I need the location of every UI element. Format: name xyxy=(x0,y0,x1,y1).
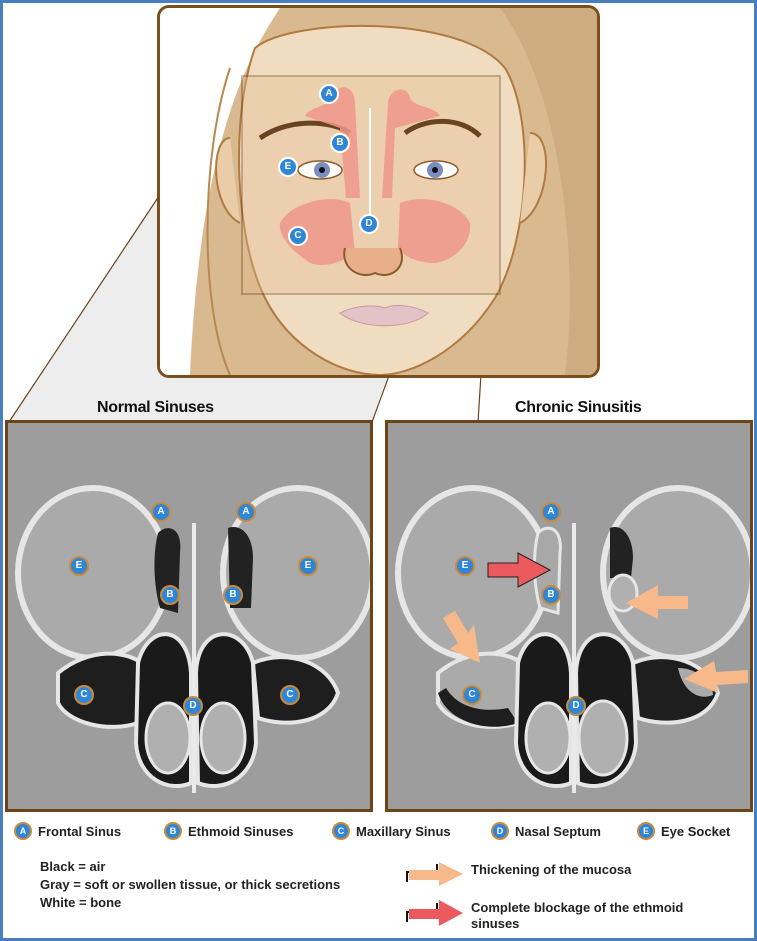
key-black-air: Black = air xyxy=(40,859,106,874)
normal-label-c-left: C xyxy=(74,685,94,705)
chronic-sinusitis-title: Chronic Sinusitis xyxy=(515,399,642,416)
legend-badge-c: C xyxy=(332,822,350,840)
hero-label-a: A xyxy=(319,84,339,104)
chronic-label-d: D xyxy=(566,696,586,716)
legend-label: Ethmoid Sinuses xyxy=(188,823,294,839)
normal-label-b-right: B xyxy=(223,585,243,605)
arrow-key-blockage: Complete blockage of the ethmoid sinuses xyxy=(405,900,705,932)
hero-label-c: C xyxy=(288,226,308,246)
hero-label-b: B xyxy=(330,133,350,153)
arrow-key-thickening: Thickening of the mucosa xyxy=(405,862,631,886)
chronic-label-e: E xyxy=(455,556,475,576)
normal-label-a-right: A xyxy=(236,502,256,522)
blockage-arrow-icon xyxy=(406,900,463,926)
normal-label-b-left: B xyxy=(160,585,180,605)
thickening-arrow-right-upper xyxy=(626,585,688,619)
density-key: Black = air Gray = soft or swollen tissu… xyxy=(40,858,340,912)
arrow-key-label: Thickening of the mucosa xyxy=(471,862,632,877)
thickening-arrow-left xyxy=(443,611,480,663)
hero-label-d: D xyxy=(359,214,379,234)
thickening-arrow-right-lower xyxy=(684,661,748,693)
legend-badge-a: A xyxy=(14,822,32,840)
ct-scan-normal-panel xyxy=(5,420,373,812)
legend-badge-e: E xyxy=(637,822,655,840)
normal-sinuses-title: Normal Sinuses xyxy=(97,399,214,416)
legend-label: Nasal Septum xyxy=(515,823,601,839)
thickening-arrow-icon xyxy=(406,862,463,886)
legend-frontal-sinus: A Frontal Sinus xyxy=(14,822,121,840)
normal-label-d: D xyxy=(183,696,203,716)
chronic-label-a: A xyxy=(541,502,561,522)
sinus-legend: A Frontal Sinus B Ethmoid Sinuses C Maxi… xyxy=(14,822,749,844)
normal-label-e-left: E xyxy=(69,556,89,576)
arrow-key-label: Complete blockage of the ethmoid sinuses xyxy=(471,900,684,931)
face-illustration xyxy=(157,5,600,378)
key-gray-tissue: Gray = soft or swollen tissue, or thick … xyxy=(40,877,341,892)
ct-scan-normal-image xyxy=(8,423,370,809)
hero-label-e: E xyxy=(278,157,298,177)
legend-badge-d: D xyxy=(491,822,509,840)
key-white-bone: White = bone xyxy=(40,895,122,910)
normal-label-a-left: A xyxy=(151,502,171,522)
chronic-label-b: B xyxy=(541,585,561,605)
ct-scan-chronic-panel xyxy=(385,420,753,812)
legend-label: Maxillary Sinus xyxy=(356,823,451,839)
legend-eye-socket: E Eye Socket xyxy=(637,822,730,840)
legend-label: Eye Socket xyxy=(661,823,731,839)
legend-label: Frontal Sinus xyxy=(38,823,122,839)
legend-nasal-septum: D Nasal Septum xyxy=(491,822,601,840)
chronic-label-c: C xyxy=(462,685,482,705)
normal-label-c-right: C xyxy=(280,685,300,705)
legend-ethmoid-sinuses: B Ethmoid Sinuses xyxy=(164,822,293,840)
legend-badge-b: B xyxy=(164,822,182,840)
blockage-arrow-red xyxy=(487,552,552,588)
ct-scan-chronic-image xyxy=(388,423,750,809)
legend-maxillary-sinus: C Maxillary Sinus xyxy=(332,822,451,840)
face-drawing xyxy=(160,8,597,375)
normal-label-e-right: E xyxy=(298,556,318,576)
